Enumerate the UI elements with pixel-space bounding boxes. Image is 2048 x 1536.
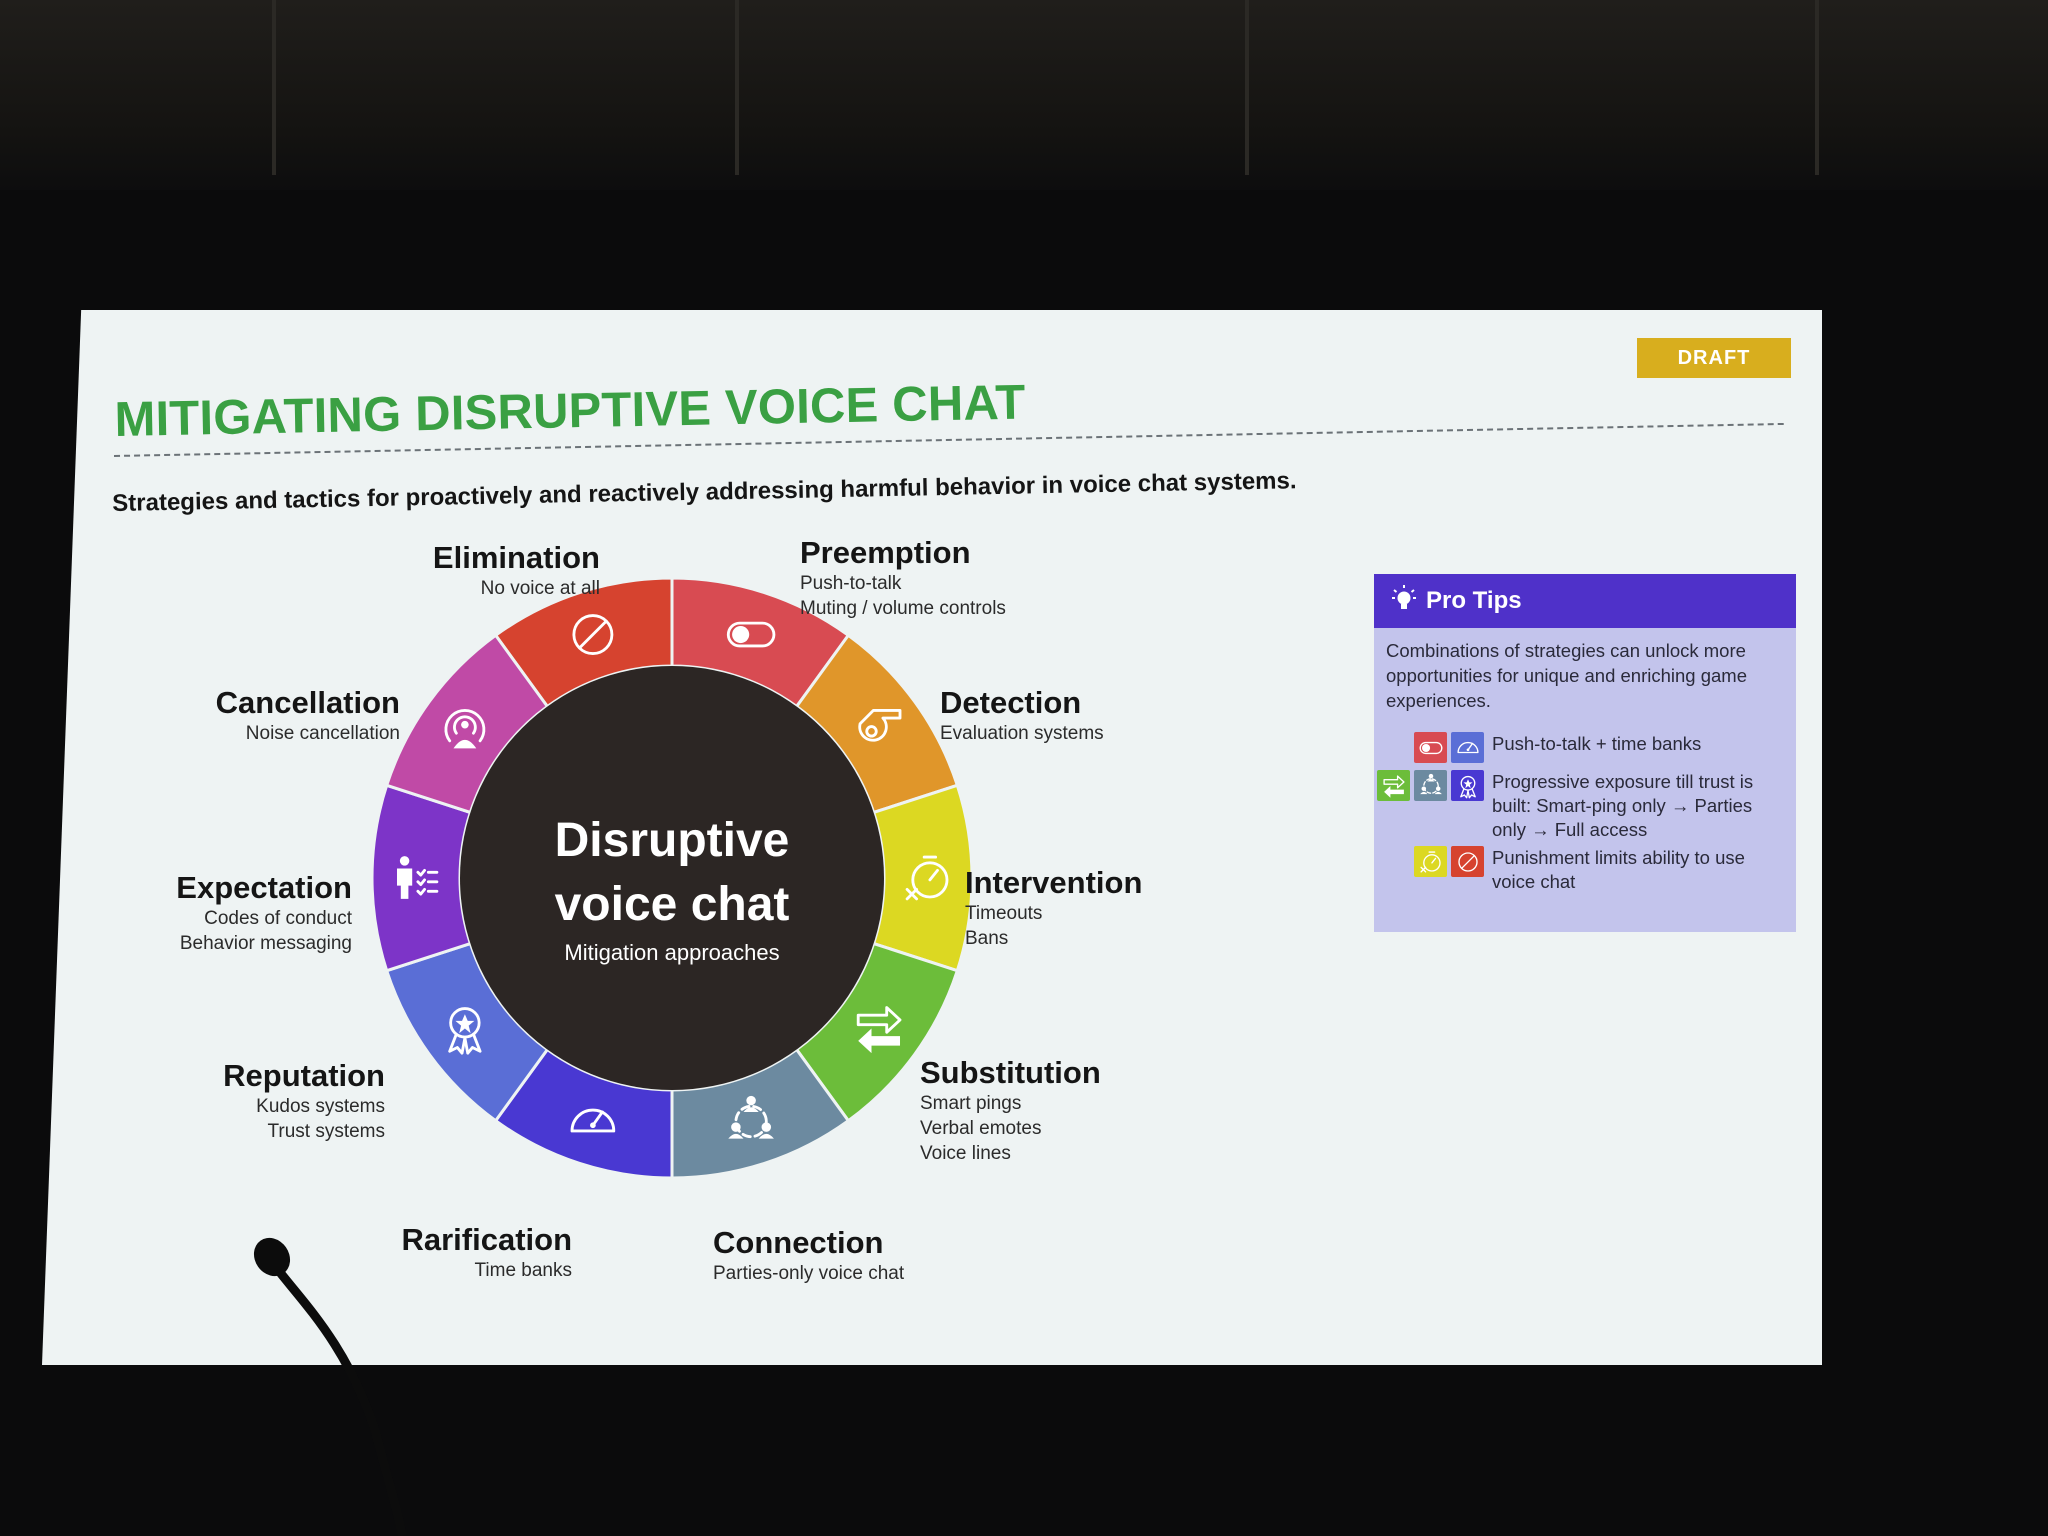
segment-detail: Voice lines xyxy=(920,1143,1011,1164)
segment-heading: Preemption xyxy=(800,535,971,570)
pro-tips-panel: Pro Tips Combinations of strategies can … xyxy=(1374,574,1796,932)
segment-detail: Evaluation systems xyxy=(940,723,1104,744)
pro-tip-text: Punishment limits ability to use voice c… xyxy=(1492,847,1745,892)
segment-detail: Timeouts xyxy=(965,903,1043,924)
segment-heading: Cancellation xyxy=(215,685,400,720)
segment-detail: Trust systems xyxy=(267,1121,385,1142)
segment-detail: Push-to-talk xyxy=(800,573,902,594)
center-title-line2: voice chat xyxy=(555,878,790,931)
segment-heading: Detection xyxy=(940,685,1082,720)
segment-detail: Smart pings xyxy=(920,1093,1022,1114)
draft-badge: DRAFT xyxy=(1637,338,1791,378)
segment-detail: No voice at all xyxy=(480,578,600,599)
lightbulb-icon xyxy=(1392,584,1416,619)
toggle-switch-icon xyxy=(726,621,776,648)
pro-tip-icons xyxy=(1377,770,1484,801)
segment-heading: Intervention xyxy=(965,865,1143,900)
wheel-ring xyxy=(372,578,972,1178)
room-ceiling xyxy=(0,0,2048,190)
segment-heading: Substitution xyxy=(920,1055,1101,1090)
toggle-switch-icon xyxy=(1414,732,1447,763)
segment-heading: Expectation xyxy=(176,870,352,905)
pro-tip-icons xyxy=(1414,732,1484,763)
segment-detail: Parties-only voice chat xyxy=(713,1263,905,1284)
segment-detail: Muting / volume controls xyxy=(800,598,1006,619)
stopwatch-icon xyxy=(1414,846,1447,877)
swap-arrows-icon xyxy=(856,1006,902,1054)
slide: DRAFT MITIGATING DISRUPTIVE VOICE CHAT S… xyxy=(42,300,1822,1365)
label-elimination: Elimination No voice at all xyxy=(390,540,600,601)
mitigation-wheel: Disruptive voice chat Mitigation approac… xyxy=(372,578,972,1178)
stopwatch-icon xyxy=(905,855,949,901)
prohibited-icon xyxy=(1451,846,1484,877)
center-subtitle: Mitigation approaches xyxy=(564,940,779,965)
segment-heading: Connection xyxy=(713,1225,884,1260)
wheel-icons xyxy=(397,614,949,1139)
segment-detail: Behavior messaging xyxy=(179,933,352,954)
group-network-icon xyxy=(728,1095,774,1139)
pro-tip-icons xyxy=(1414,846,1484,877)
speedometer-icon xyxy=(570,1108,616,1133)
pro-tips-intro: Combinations of strategies can unlock mo… xyxy=(1386,640,1747,711)
pro-tip-text: Push-to-talk + time banks xyxy=(1492,733,1702,754)
segment-heading: Rarification xyxy=(401,1222,572,1257)
person-sound-icon xyxy=(444,709,486,749)
segment-detail: Time banks xyxy=(474,1260,573,1281)
pro-tips-title: Pro Tips xyxy=(1426,587,1522,614)
segment-detail: Noise cancellation xyxy=(245,723,400,744)
whistle-icon xyxy=(858,709,902,742)
segment-detail: Verbal emotes xyxy=(920,1118,1042,1139)
swap-arrows-icon xyxy=(1377,770,1410,801)
award-ribbon-icon xyxy=(448,1007,482,1055)
award-ribbon-icon xyxy=(1451,770,1484,801)
center-title-line1: Disruptive xyxy=(555,814,790,867)
pro-tips-header: Pro Tips xyxy=(1374,574,1796,628)
segment-heading: Elimination xyxy=(432,540,600,575)
speedometer-icon xyxy=(1451,732,1484,763)
segment-detail: Codes of conduct xyxy=(204,908,352,929)
prohibited-icon xyxy=(572,614,614,655)
pro-tip-text: Progressive exposure till trust is built… xyxy=(1492,771,1754,840)
segment-heading: Reputation xyxy=(223,1058,385,1093)
wheel-center xyxy=(460,666,884,1090)
segment-detail: Kudos systems xyxy=(256,1096,385,1117)
segment-detail: Bans xyxy=(965,928,1009,949)
group-network-icon xyxy=(1414,770,1447,801)
